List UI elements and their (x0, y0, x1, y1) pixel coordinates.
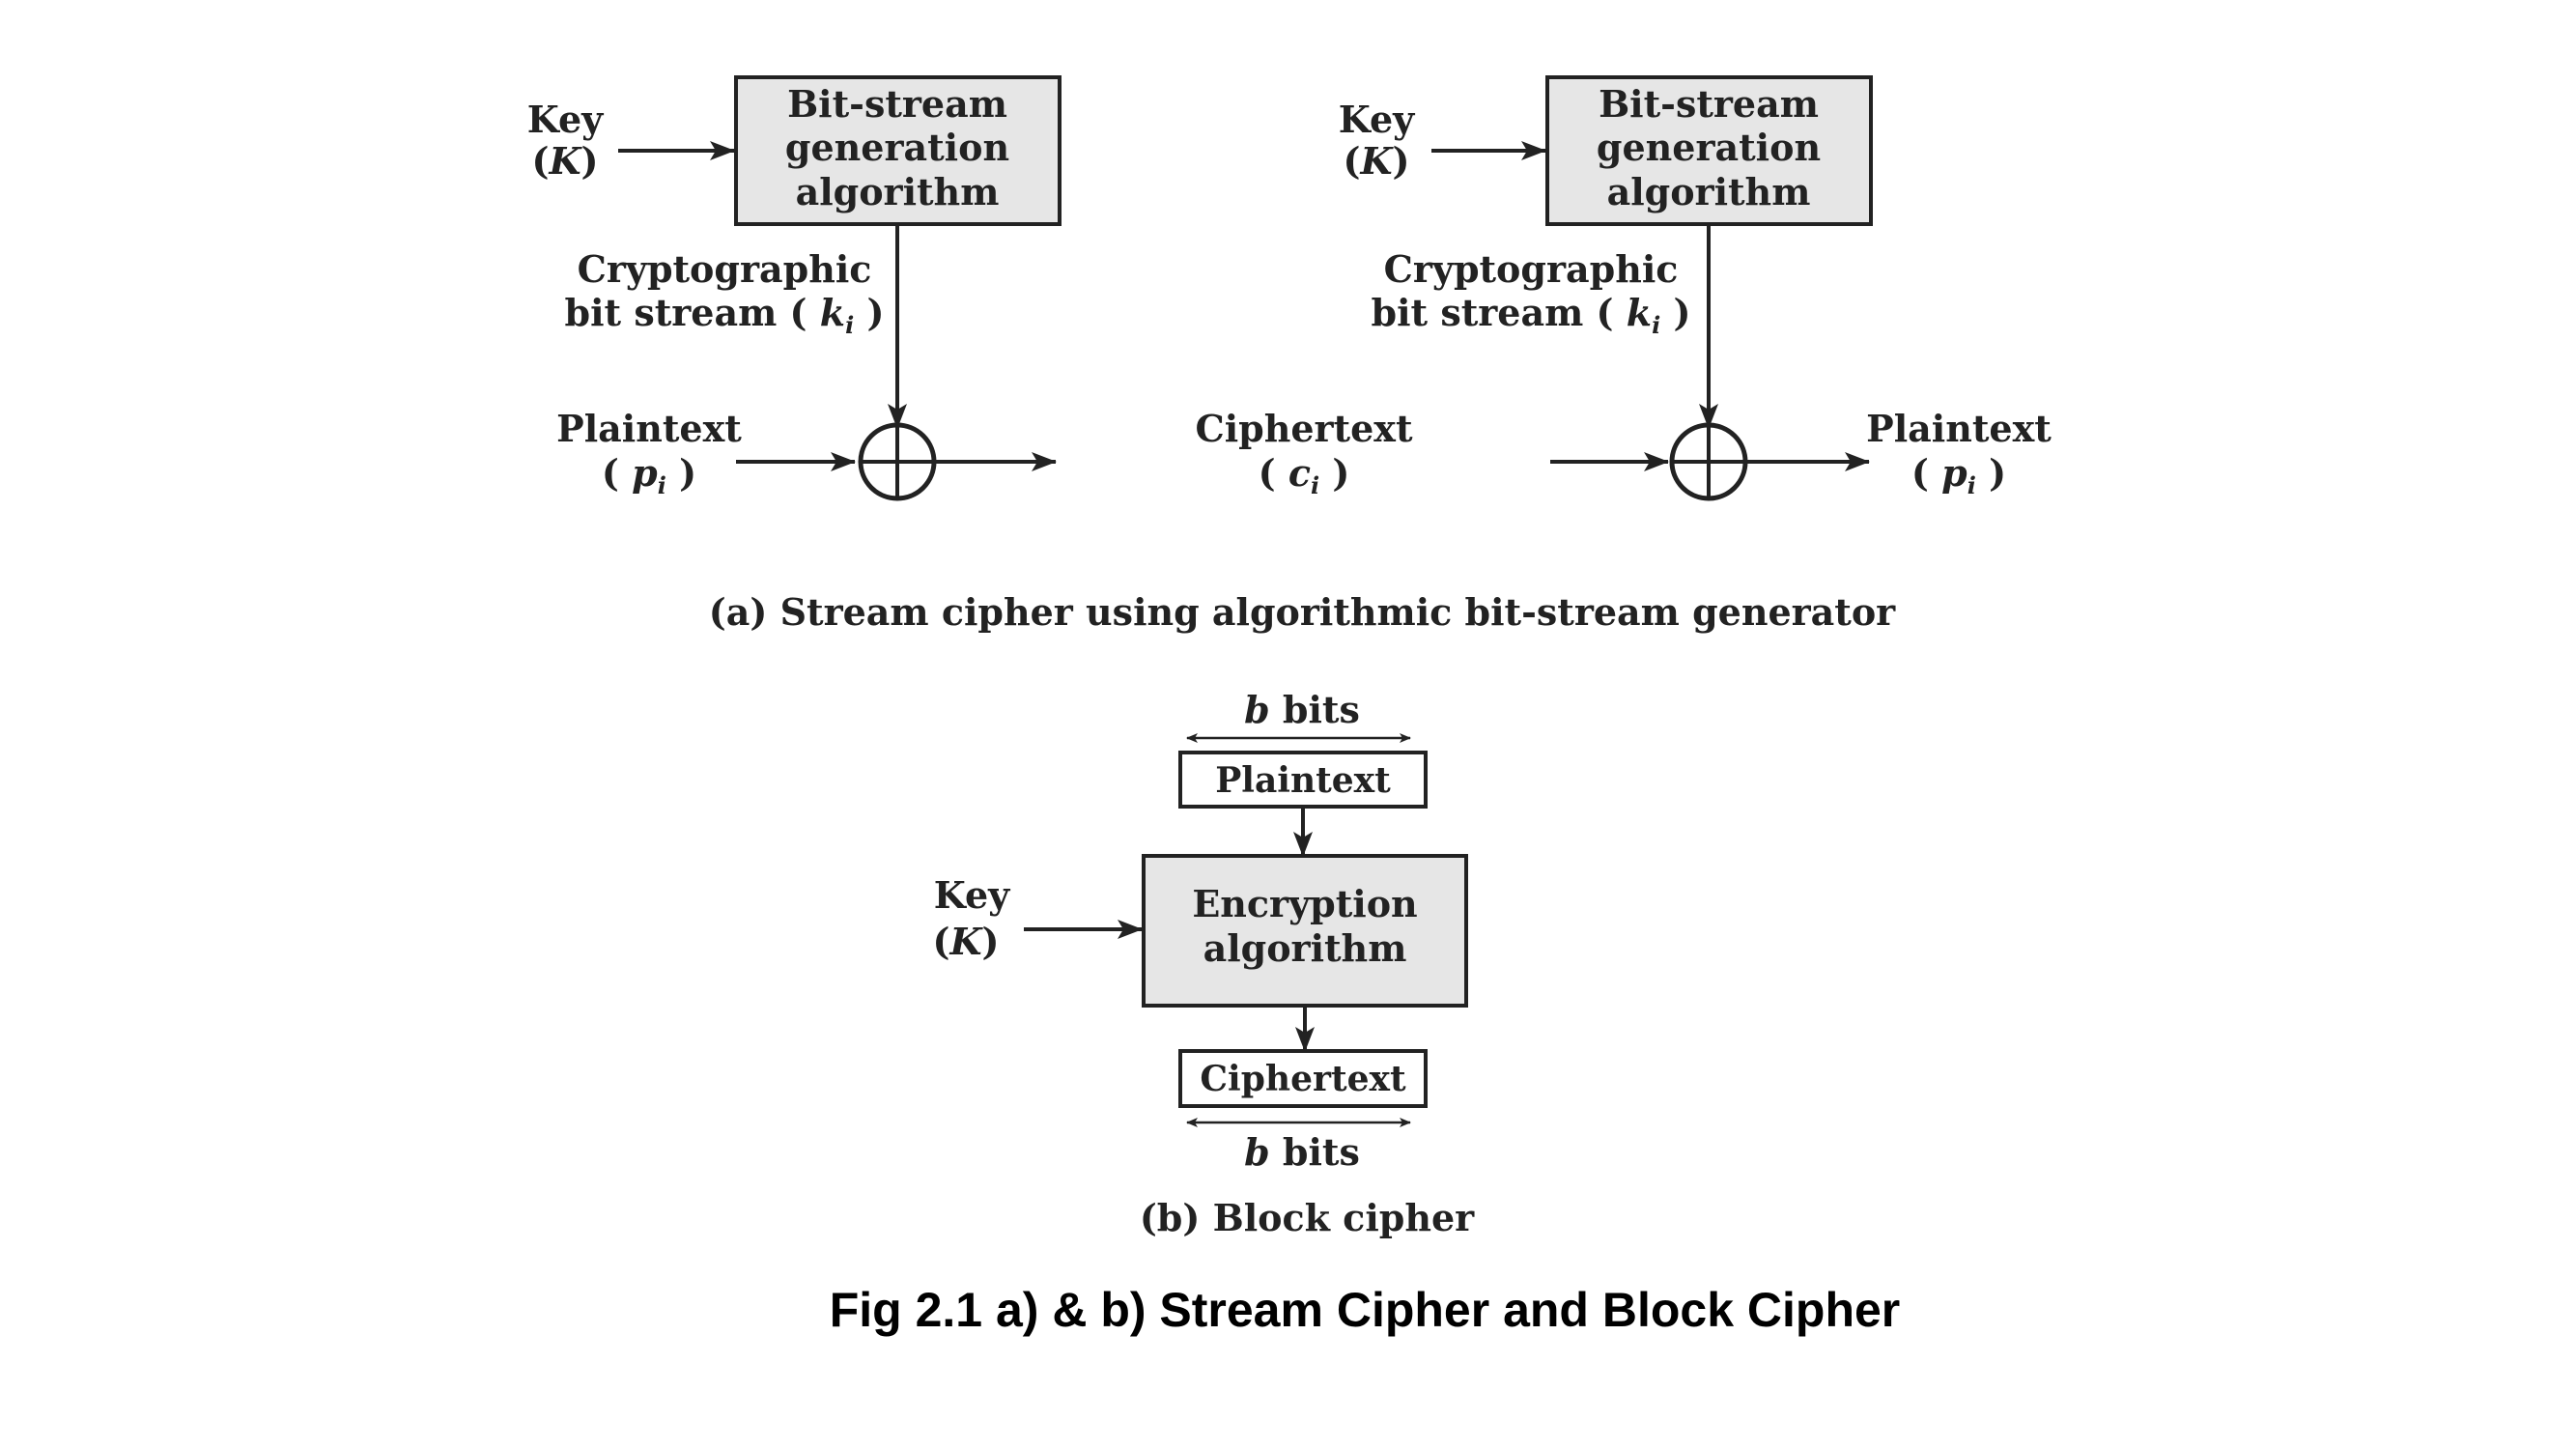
bit-stream-label: bit stream ( ki ) (1372, 291, 1691, 339)
key-label: Key (934, 873, 1010, 917)
key-symbol: (K) (1344, 139, 1410, 183)
xor-icon (1669, 422, 1748, 501)
generator-line-1: Bit-stream (1599, 82, 1819, 126)
ciphertext-input-label: Ciphertext (1195, 407, 1412, 450)
generator-line-3: algorithm (1607, 170, 1811, 213)
key-label: Key (1339, 98, 1415, 141)
block-cipher-section: b bits Plaintext Key (K) Encryption algo… (933, 688, 1468, 1174)
ciphertext-block-label: Ciphertext (1200, 1059, 1406, 1099)
crypto-stream-label: Cryptographic (1384, 247, 1679, 291)
bottom-width-label: b bits (1244, 1130, 1360, 1174)
stream-encrypt-section: Key (K) Bit-stream generation algorithm … (527, 75, 1062, 501)
ciphertext-block-box (1178, 1049, 1428, 1108)
xor-icon (858, 422, 937, 501)
ciphertext-input-symbol: ( ci ) (1259, 451, 1350, 499)
bit-stream-label: bit stream ( ki ) (565, 291, 885, 339)
plaintext-output-symbol: ( pi ) (1911, 451, 2006, 499)
generator-line-2: generation (1597, 126, 1821, 169)
top-width-label: b bits (1244, 688, 1360, 731)
plaintext-output-label: Plaintext (1866, 407, 2052, 450)
encryption-line-2: algorithm (1203, 926, 1407, 970)
bitstream-generator-box (1545, 75, 1873, 226)
plaintext-block-label: Plaintext (1215, 760, 1391, 801)
generator-line-1: Bit-stream (787, 82, 1007, 126)
plaintext-block-box (1178, 751, 1428, 809)
generator-line-2: generation (785, 126, 1009, 169)
crypto-stream-label: Cryptographic (578, 247, 872, 291)
stream-decrypt-section: Key (K) Bit-stream generation algorithm … (1195, 75, 2052, 501)
generator-line-3: algorithm (796, 170, 1000, 213)
panel-b-caption: (b) Block cipher (1140, 1196, 1475, 1239)
encryption-algorithm-box (1142, 854, 1468, 1008)
plaintext-input-symbol: ( pi ) (602, 451, 696, 499)
figure-caption: Fig 2.1 a) & b) Stream Cipher and Block … (830, 1283, 1901, 1337)
key-symbol: (K) (532, 139, 599, 183)
key-symbol: (K) (933, 920, 1000, 963)
encryption-line-1: Encryption (1192, 882, 1417, 925)
key-label: Key (527, 98, 604, 141)
panel-a-caption: (a) Stream cipher using algorithmic bit-… (709, 590, 1896, 634)
plaintext-input-label: Plaintext (556, 407, 742, 450)
